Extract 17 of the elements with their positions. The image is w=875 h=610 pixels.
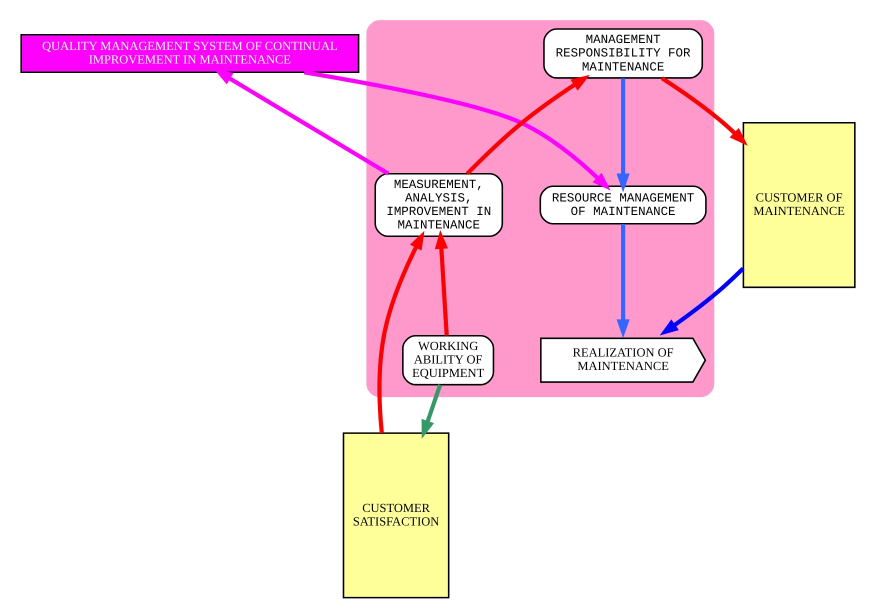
node-box: CUSTOMER OF MAINTENANCE <box>742 122 856 288</box>
arrow <box>616 224 630 338</box>
node-box: MEASUREMENT, ANALYSIS, IMPROVEMENT IN MAINTENANCE <box>374 173 503 238</box>
arrow <box>214 69 389 176</box>
arrow <box>660 76 748 146</box>
arrow <box>303 70 610 191</box>
cluster <box>366 20 714 398</box>
arrow <box>616 78 630 192</box>
node-box: MANAGEMENT RESPONSIBILITY FOR MAINTENANCE <box>542 28 703 79</box>
arrow <box>659 267 744 336</box>
node-box: RESOURCE MANAGEMENT OF MAINTENANCE <box>539 186 706 225</box>
node-box: QUALITY MANAGEMENT SYSTEM OF CONTINUAL IMPROVEMENT IN MAINTENANCE <box>20 34 359 74</box>
node-box: CUSTOMER SATISFACTION <box>342 432 449 598</box>
arrow <box>376 230 424 434</box>
arrow <box>465 74 590 176</box>
node-box: WORKING ABILITY OF EQUIPMENT <box>402 334 494 386</box>
arrow <box>434 230 448 336</box>
